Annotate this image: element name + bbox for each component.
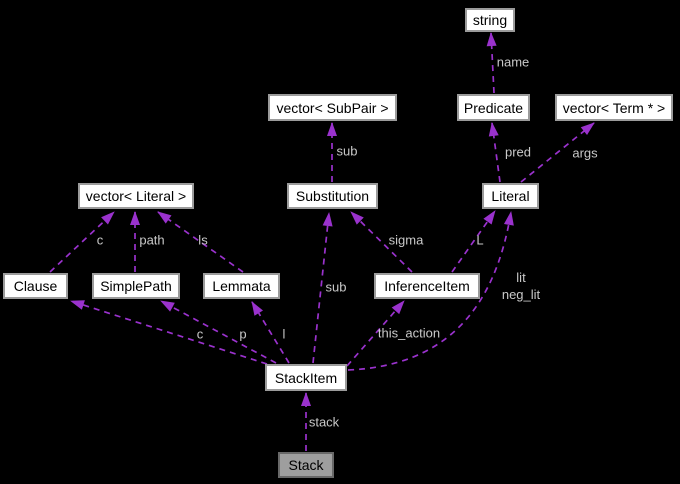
edge-label-args: args	[572, 145, 598, 161]
edge-label-pred: pred	[504, 144, 532, 160]
edge-inferenceitem-literal	[451, 210, 496, 273]
node-string[interactable]: string	[465, 8, 515, 32]
edge-predicate-string	[486, 32, 497, 94]
edge-label-ls: ls	[198, 232, 208, 248]
node-vector-subpair[interactable]: vector< SubPair >	[268, 94, 397, 121]
edge-label-neg-lit: neg_lit	[501, 287, 541, 302]
edge-label-name: name	[496, 54, 530, 70]
node-predicate[interactable]: Predicate	[457, 94, 530, 121]
node-simplepath[interactable]: SimplePath	[92, 273, 180, 299]
edge-label-L: L	[476, 232, 484, 248]
edge-label-c-upper: c	[96, 232, 104, 248]
node-stackitem[interactable]: StackItem	[265, 364, 347, 391]
edge-label-sub-lower: sub	[325, 279, 347, 295]
edge-inferenceitem-substitution	[350, 211, 413, 273]
edge-stackitem-inferenceitem	[346, 300, 405, 367]
node-literal[interactable]: Literal	[482, 183, 539, 209]
node-vector-literal[interactable]: vector< Literal >	[78, 183, 194, 209]
edge-label-path: path	[139, 232, 165, 248]
edge-label-sub-top: sub	[336, 143, 358, 159]
edge-label-c-lower: c	[196, 326, 204, 342]
edge-label-p: p	[239, 326, 247, 342]
edge-label-lit: lit	[516, 270, 526, 285]
edge-label-this-action: this_action	[377, 325, 441, 341]
edge-stackitem-clause	[70, 300, 268, 365]
node-lemmata[interactable]: Lemmata	[203, 273, 280, 299]
edge-stackitem-simplepath	[160, 300, 277, 364]
edge-stackitem-substitution	[312, 212, 333, 364]
node-vector-term[interactable]: vector< Term * >	[555, 94, 673, 121]
node-clause[interactable]: Clause	[3, 273, 68, 299]
node-inferenceitem[interactable]: InferenceItem	[374, 273, 480, 299]
edge-literal-vector-term	[520, 122, 595, 183]
node-stack: Stack	[278, 452, 334, 478]
node-substitution[interactable]: Substitution	[287, 183, 378, 209]
edge-stackitem-lemmata	[251, 301, 290, 364]
edge-clause-vector-literal	[49, 211, 115, 273]
edge-label-stack: stack	[308, 414, 340, 430]
edge-label-sigma: sigma	[388, 232, 424, 248]
edge-label-l: l	[282, 326, 286, 342]
edge-stackitem-literal	[347, 211, 514, 371]
edge-label-lit-neg-lit: lit neg_lit	[502, 269, 540, 303]
edge-literal-predicate	[488, 122, 501, 183]
